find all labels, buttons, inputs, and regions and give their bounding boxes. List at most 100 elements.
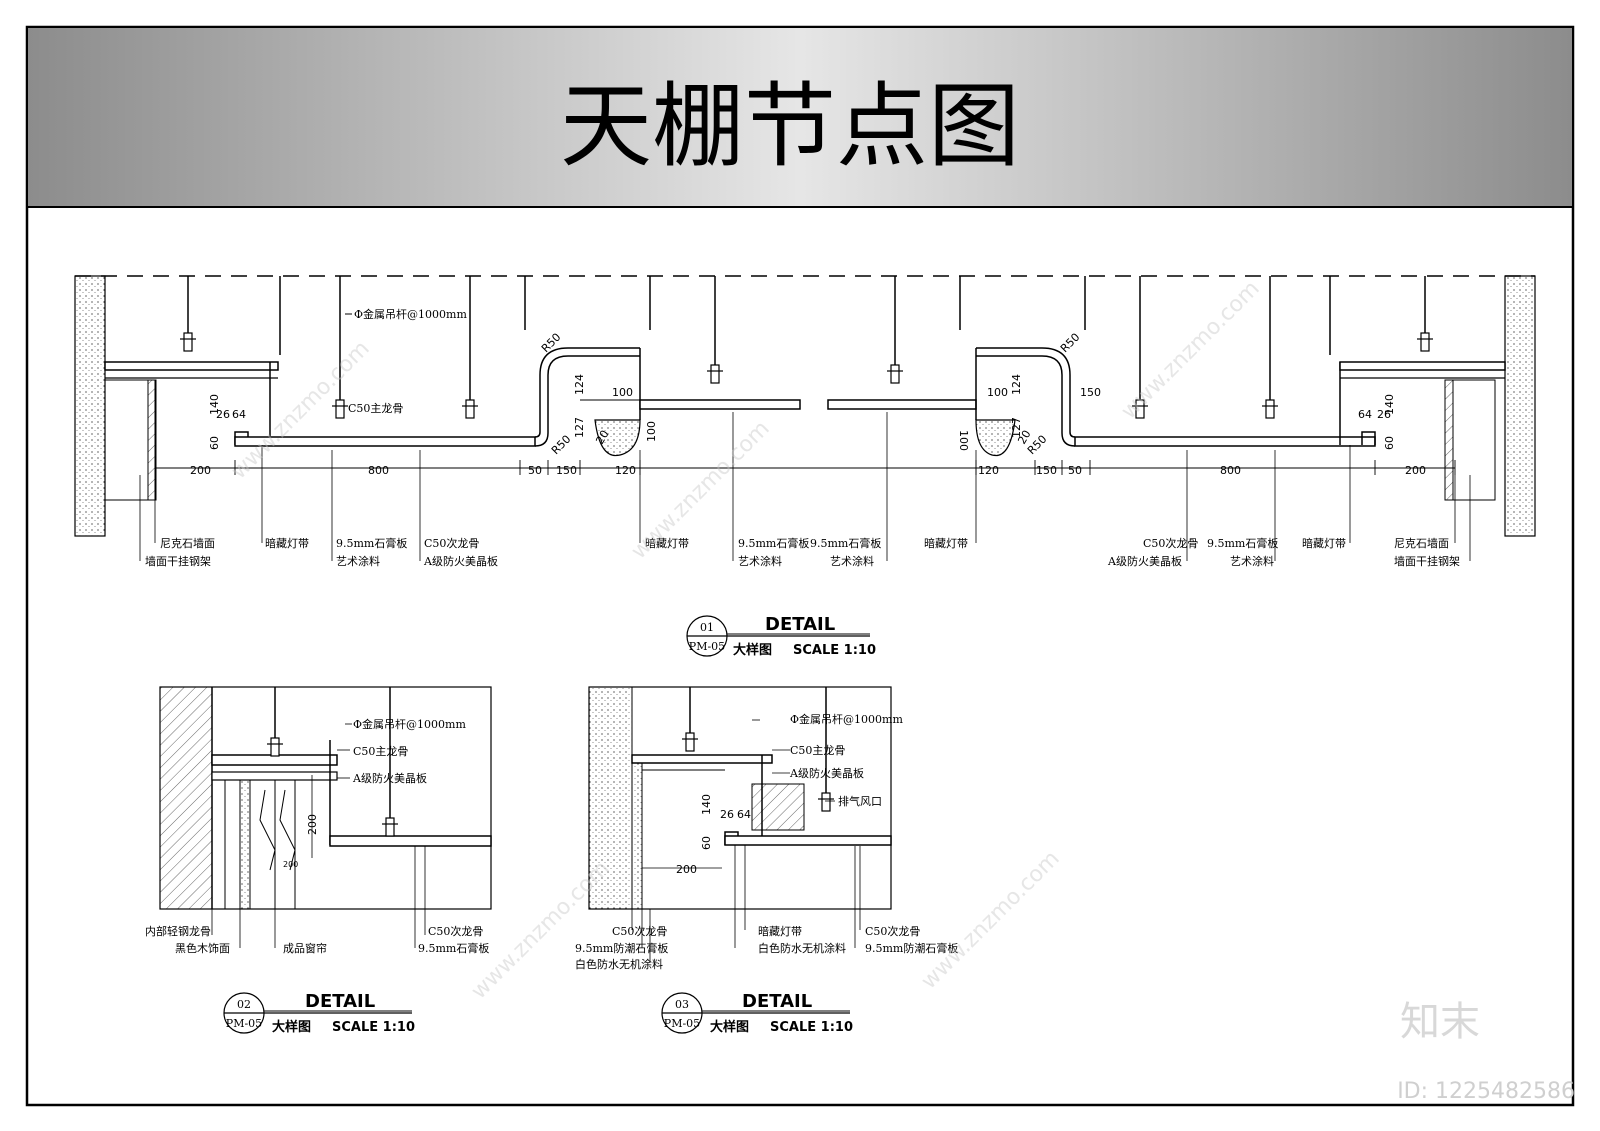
caption-01-scale: SCALE 1:10	[793, 643, 876, 658]
label-paint-right: 艺术涂料	[1230, 554, 1274, 568]
dim-20-left: 20	[593, 428, 611, 447]
caption-02	[223, 992, 412, 1034]
dim-200-left: 200	[190, 464, 211, 477]
d3-label-white-paint: 白色防水无机涂料	[758, 941, 846, 955]
d2-label-inner-keel: 内部轻钢龙骨	[145, 924, 211, 938]
d2-label-fire-board: A级防火美晶板	[352, 771, 427, 785]
dim-26-left: 26	[216, 408, 230, 421]
watermark-id: ID: 1225482586	[1397, 1079, 1575, 1104]
label-main-keel-d1: C50主龙骨	[348, 402, 403, 415]
page-title: 天棚节点图	[560, 73, 1020, 180]
d3-label-rod: Φ金属吊杆@1000mm	[790, 712, 903, 726]
d2-dim-200b: 200	[283, 860, 298, 869]
caption-02-scale: SCALE 1:10	[332, 1020, 415, 1035]
d2-label-black-wood: 黑色木饰面	[175, 941, 230, 955]
caption-02-number: 02	[237, 998, 251, 1011]
label-gypsum-left: 9.5mm石膏板	[336, 536, 407, 550]
d3-dim-200: 200	[676, 863, 697, 876]
d3-dim-60: 60	[700, 836, 713, 850]
dim-800-left: 800	[368, 464, 389, 477]
label-rod-d1: Φ金属吊杆@1000mm	[354, 307, 467, 321]
dim-124-left: 124	[573, 374, 586, 395]
label-paint-center-right: 艺术涂料	[830, 554, 874, 568]
caption-02-detail: DETAIL	[305, 991, 375, 1012]
detail-01-drawing	[74, 275, 1536, 537]
label-steel-frame-left: 墙面干挂钢架	[145, 554, 211, 568]
d2-label-rod: Φ金属吊杆@1000mm	[353, 717, 466, 731]
dim-100-left: 100	[645, 421, 658, 442]
d3-label-fire-board: A级防火美晶板	[789, 766, 864, 780]
dim-127-right: 127	[1010, 417, 1023, 438]
title-band	[26, 26, 1574, 208]
label-led-center-right: 暗藏灯带	[924, 536, 968, 550]
detail-02-drawing	[159, 686, 492, 910]
label-gypsum-center-right: 9.5mm石膏板	[810, 536, 881, 550]
d3-dim-140: 140	[700, 794, 713, 815]
d3-label-led: 暗藏灯带	[758, 924, 802, 938]
caption-02-sheet: PM-05	[226, 1017, 262, 1030]
d3-label-white-paint-left: 白色防水无机涂料	[575, 957, 663, 971]
d3-label-sec-keel-left: C50次龙骨	[612, 924, 667, 938]
dim-100-top-right: 100	[987, 386, 1008, 399]
dim-150-top-left: 150	[1080, 386, 1101, 399]
caption-02-sub: 大样图	[272, 1019, 311, 1035]
label-steel-frame-right: 墙面干挂钢架	[1394, 554, 1460, 568]
caption-03	[661, 992, 850, 1034]
dim-60-right: 60	[1383, 436, 1396, 450]
d2-label-sec-keel: C50次龙骨	[428, 924, 483, 938]
dim-800-right: 800	[1220, 464, 1241, 477]
label-stone-wall-right: 尼克石墙面	[1394, 536, 1449, 550]
d3-label-vent: 排气风口	[838, 794, 882, 808]
dim-20-right: 20	[1015, 428, 1033, 447]
dim-120-left: 120	[615, 464, 636, 477]
d3-dim-64: 64	[737, 808, 751, 821]
dim-100-top-left: 100	[612, 386, 633, 399]
d2-dim-200: 200	[306, 814, 319, 835]
label-sec-keel-right: C50次龙骨	[1143, 536, 1198, 550]
label-led-left: 暗藏灯带	[265, 536, 309, 550]
dim-150-left: 150	[556, 464, 577, 477]
caption-01-number: 01	[700, 621, 714, 634]
dim-200-right: 200	[1405, 464, 1426, 477]
label-led-right: 暗藏灯带	[1302, 536, 1346, 550]
label-stone-wall-left: 尼克石墙面	[160, 536, 215, 550]
dim-150-right: 150	[1036, 464, 1057, 477]
caption-01-detail: DETAIL	[765, 614, 835, 635]
caption-03-sub: 大样图	[710, 1019, 749, 1035]
detail-03-drawing	[588, 686, 892, 910]
dim-140-right: 140	[1383, 394, 1396, 415]
d3-label-main-keel: C50主龙骨	[790, 744, 845, 757]
dim-64-right: 64	[1358, 408, 1372, 421]
d2-label-curtain: 成品窗帘	[283, 941, 327, 955]
caption-01	[686, 615, 870, 657]
caption-03-scale: SCALE 1:10	[770, 1020, 853, 1035]
dim-120-right: 120	[978, 464, 999, 477]
d3-label-gypsum-right: 9.5mm防潮石膏板	[865, 941, 958, 955]
label-paint-center-left: 艺术涂料	[738, 554, 782, 568]
dim-64-left: 64	[232, 408, 246, 421]
caption-01-sub: 大样图	[733, 642, 772, 658]
caption-01-sheet: PM-05	[689, 640, 725, 653]
label-gypsum-right: 9.5mm石膏板	[1207, 536, 1278, 550]
label-led-center-left: 暗藏灯带	[645, 536, 689, 550]
caption-03-detail: DETAIL	[742, 991, 812, 1012]
label-gypsum-center-left: 9.5mm石膏板	[738, 536, 809, 550]
label-fire-board-left: A级防火美晶板	[423, 554, 498, 568]
d2-label-main-keel: C50主龙骨	[353, 745, 408, 758]
d3-dim-26: 26	[720, 808, 734, 821]
caption-03-sheet: PM-05	[664, 1017, 700, 1030]
dim-140-left: 140	[208, 394, 221, 415]
label-fire-board-right: A级防火美晶板	[1107, 554, 1182, 568]
label-paint-left: 艺术涂料	[336, 554, 380, 568]
dim-100-right: 100	[957, 430, 970, 451]
d3-label-sec-keel-right: C50次龙骨	[865, 924, 920, 938]
label-sec-keel-left: C50次龙骨	[424, 536, 479, 550]
dim-124-right: 124	[1010, 374, 1023, 395]
d2-label-gypsum: 9.5mm石膏板	[418, 941, 489, 955]
caption-03-number: 03	[675, 998, 689, 1011]
watermark-logo: 知末	[1400, 999, 1480, 1045]
d3-label-gypsum-left: 9.5mm防潮石膏板	[575, 941, 668, 955]
dim-60-left: 60	[208, 436, 221, 450]
dim-127-left: 127	[573, 417, 586, 438]
